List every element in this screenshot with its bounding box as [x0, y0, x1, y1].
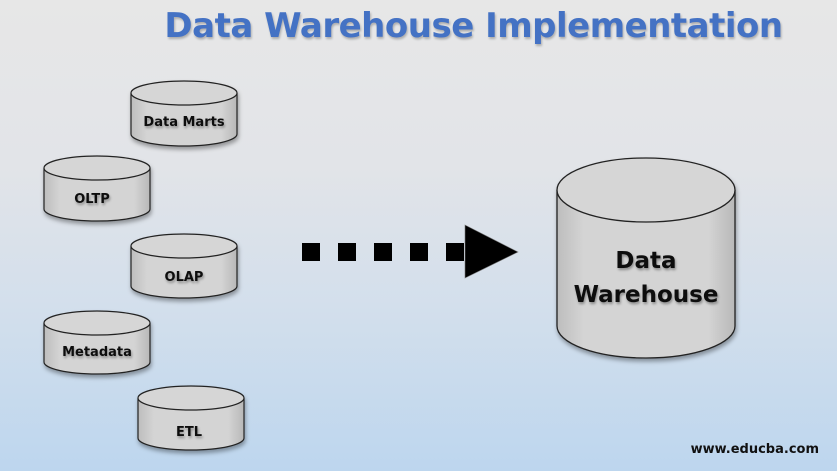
cylinder-data-warehouse	[556, 157, 736, 359]
arrow-dash	[374, 243, 392, 261]
cylinder-oltp	[43, 155, 151, 222]
data-warehouse-label-line2: Warehouse	[574, 282, 719, 308]
cylinder-label-oltp: OLTP	[74, 192, 110, 207]
diagram-title: Data Warehouse Implementation	[164, 6, 783, 46]
arrow-dash	[410, 243, 428, 261]
watermark: www.educba.com	[690, 442, 819, 457]
arrow-head	[464, 224, 519, 279]
arrow-dash	[302, 243, 320, 261]
arrow-dash	[446, 243, 464, 261]
data-warehouse-label-line1: Data	[615, 248, 676, 274]
cylinder-olap	[130, 233, 238, 299]
cylinder-etl	[137, 385, 245, 451]
cylinder-label-metadata: Metadata	[62, 345, 132, 360]
arrow-dash	[338, 243, 356, 261]
cylinder-metadata	[43, 310, 151, 375]
dotted-arrow-right-icon	[302, 224, 519, 279]
cylinder-label-data-marts: Data Marts	[143, 115, 224, 130]
cylinder-label-etl: ETL	[176, 425, 202, 440]
cylinder-data-marts	[130, 80, 238, 147]
cylinder-label-olap: OLAP	[165, 270, 204, 285]
